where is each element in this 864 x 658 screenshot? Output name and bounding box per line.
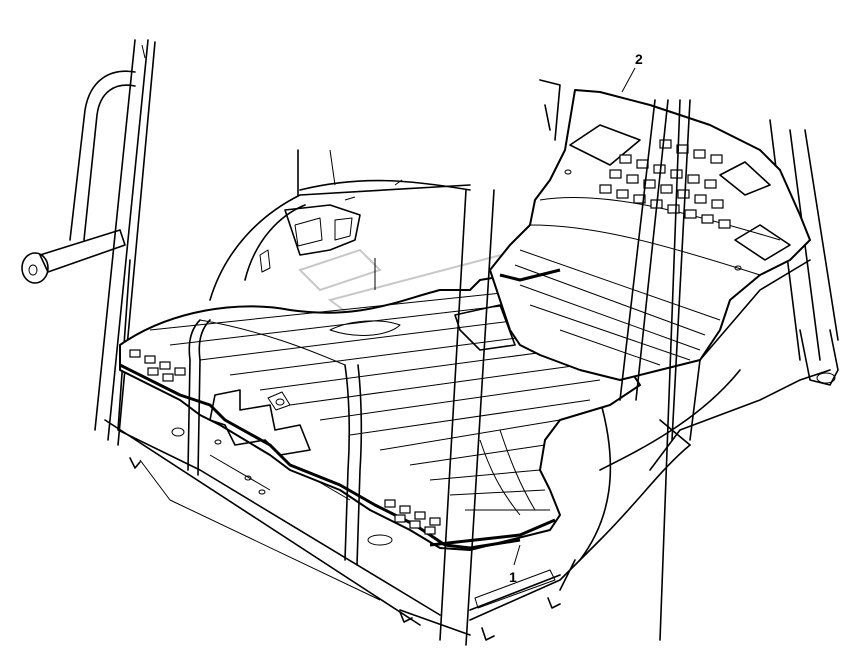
callout-1: 1 [509, 569, 517, 585]
door-frame-front [187, 319, 363, 566]
callout-2: 2 [635, 51, 643, 67]
left-front-pillar [94, 39, 156, 446]
grab-handle [21, 70, 136, 284]
rear-bulkhead [209, 149, 471, 301]
leader-line-1 [513, 544, 521, 566]
leader-line-2 [621, 67, 636, 93]
cab-base-frame [104, 259, 839, 641]
rear-floor-mat [489, 89, 811, 381]
rear-pillars [439, 99, 691, 646]
